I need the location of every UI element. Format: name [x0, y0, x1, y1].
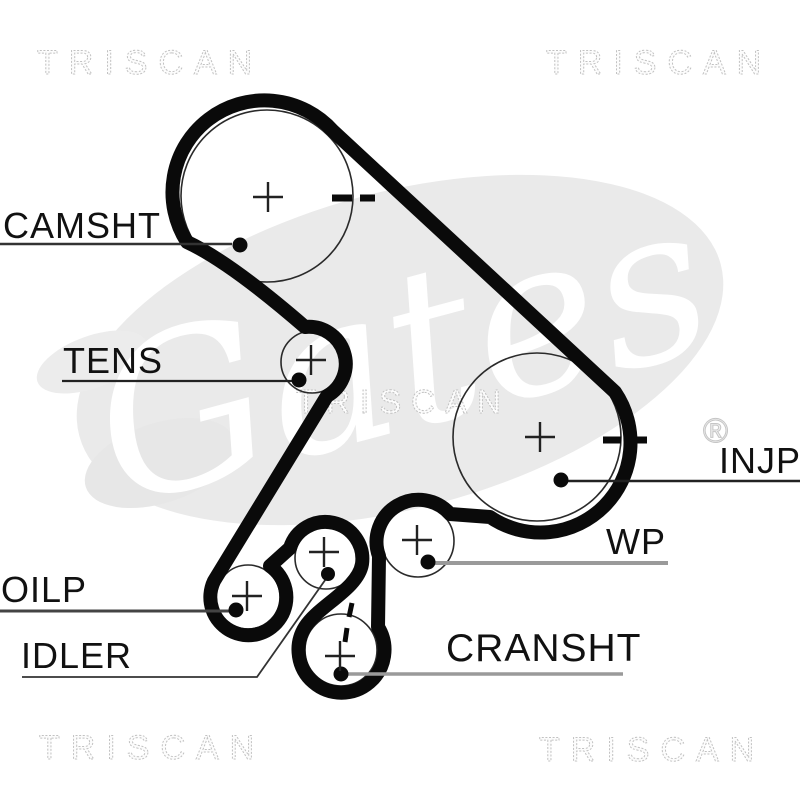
- timing-belt-path: [165, 93, 638, 700]
- center-mark-camsht: [253, 182, 283, 212]
- label-cransht: CRANSHT: [446, 627, 642, 670]
- leader-dot-wp: [420, 554, 436, 570]
- registered-trademark-icon: ®: [703, 412, 728, 450]
- leader-line-idler: [22, 575, 329, 678]
- label-tens: TENS: [63, 340, 164, 381]
- label-injp: INJP: [719, 440, 800, 481]
- center-mark-cransht: [325, 641, 355, 671]
- label-camsht: CAMSHT: [3, 205, 161, 246]
- triscan-watermark-top-left: TRISCAN: [37, 44, 263, 82]
- pulley-circle-camsht: [180, 109, 354, 283]
- triscan-watermark-top-right: TRISCAN: [546, 44, 772, 82]
- triscan-watermark-bottom-right: TRISCAN: [539, 731, 765, 769]
- pulley-center-marks: [232, 182, 555, 671]
- leader-dot-injp: [553, 472, 569, 488]
- leader-dot-camsht: [232, 237, 248, 253]
- gates-swash-blob-2: [36, 330, 148, 394]
- gates-swash-blob: [84, 417, 236, 509]
- triscan-watermarks: TRISCAN TRISCAN TRISCAN TRISCAN TRISCAN: [37, 44, 772, 770]
- label-oilp: OILP: [1, 569, 88, 610]
- leader-dot-oilp: [228, 602, 244, 618]
- center-mark-tens: [296, 345, 326, 375]
- leader-dot-tens: [291, 372, 307, 388]
- center-mark-oilp: [232, 581, 262, 611]
- label-wp: WP: [606, 521, 666, 562]
- label-idler: IDLER: [21, 635, 133, 676]
- leader-lines: [0, 242, 800, 678]
- rim-timing-marks: [332, 194, 647, 643]
- center-mark-injp: [525, 422, 555, 452]
- leader-dot-cransht: [333, 666, 349, 682]
- gates-oval: [76, 174, 724, 526]
- triscan-watermark-bottom-left: TRISCAN: [39, 729, 265, 767]
- leader-dots: [228, 237, 569, 682]
- leader-dot-idler: [321, 567, 335, 581]
- center-mark-wp: [402, 525, 432, 555]
- cransht-rim-mark: [342, 602, 355, 643]
- center-mark-idler: [309, 537, 339, 567]
